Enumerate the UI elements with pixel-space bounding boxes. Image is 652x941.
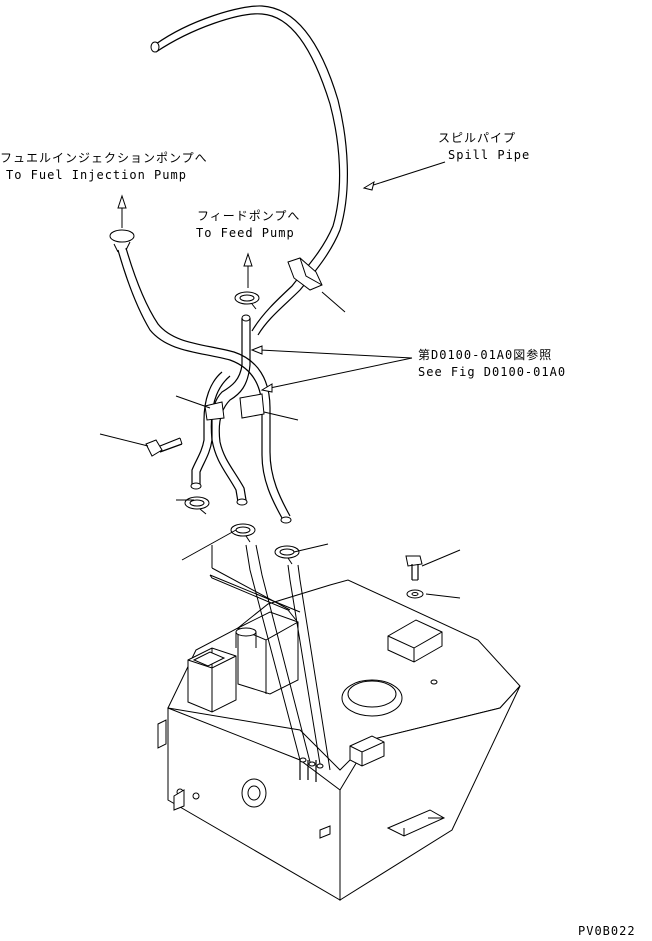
spill-pipe-end: [150, 41, 160, 53]
drawing-code: PV0B022: [578, 924, 636, 938]
bolt: [145, 437, 183, 457]
see-fig-label-jp: 第D0100-01A0図参照: [418, 348, 553, 362]
spill-pipe-label-jp: スピルパイプ: [438, 131, 517, 145]
tank-pipes: [211, 544, 331, 771]
fuel-pump-fitting: [109, 229, 135, 243]
leader-lines: [99, 161, 461, 599]
feed-pump-clamp: [234, 291, 260, 310]
fuel-pump-label-en: To Fuel Injection Pump: [6, 168, 187, 182]
tank-bolt-and-washer: [405, 555, 424, 599]
spill-pipe-label-en: Spill Pipe: [448, 148, 531, 162]
fuel-injection-pipe: [109, 229, 292, 524]
feed-pump-label-en: To Feed Pump: [196, 226, 295, 240]
feed-pump-label-jp: フィードポンプへ: [197, 209, 301, 223]
pipe-clamp-bracket: [204, 401, 225, 421]
fuel-pump-label-jp: フュエルインジェクションポンプへ: [0, 151, 208, 165]
spill-pipe: [150, 5, 348, 336]
pipe-clamp-bracket-2: [239, 393, 265, 419]
tank-filler-port: [341, 679, 403, 717]
hose-clamps: [184, 496, 300, 565]
fuel-tank: [157, 574, 521, 901]
feed-pipes: [190, 314, 265, 506]
see-fig-label-en: See Fig D0100-01A0: [418, 365, 567, 379]
